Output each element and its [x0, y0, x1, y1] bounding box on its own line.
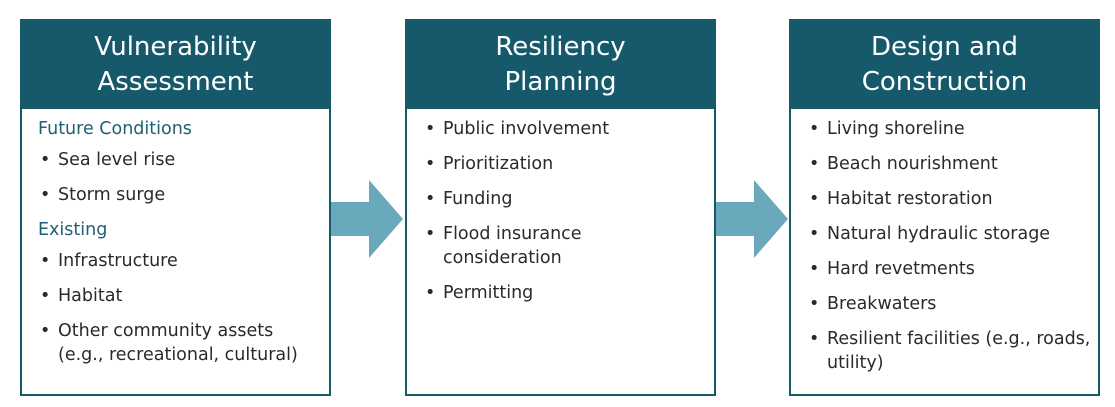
list-item-text: Public involvement — [443, 119, 610, 139]
design-construction-list: • Living shoreline • Beach nourishment • Ha… — [807, 117, 1098, 375]
arrow-shape — [331, 180, 403, 258]
bullet-icon: • — [425, 283, 436, 303]
future-conditions-list: • Sea level rise • Storm surge — [38, 148, 329, 207]
section-title-existing: Existing — [38, 220, 108, 240]
list-item-text: Resilient facilities (e.g., roads, — [827, 329, 1091, 349]
existing-list: • Infrastructure • Habitat • Other communit… — [38, 249, 329, 367]
bullet-icon: • — [809, 294, 820, 314]
list-item: • Permitting — [423, 281, 714, 305]
bullet-icon: • — [809, 189, 820, 209]
bullet-icon: • — [40, 321, 51, 341]
bullet-icon: • — [40, 251, 51, 271]
list-item-text: Beach nourishment — [827, 154, 998, 174]
list-item: • Prioritization — [423, 152, 714, 176]
list-item-text: Permitting — [443, 283, 534, 303]
list-item-text: Infrastructure — [58, 251, 178, 271]
resiliency-planning-list: • Public involvement • Prioritization • Fun… — [423, 117, 714, 305]
list-item-text: Habitat — [58, 286, 123, 306]
vulnerability-assessment-body: Future Conditions • Sea level rise • Storm… — [22, 109, 329, 367]
list-item: • Habitat restoration — [807, 187, 1098, 211]
list-item-text: Hard revetments — [827, 259, 975, 279]
list-item: • Living shoreline — [807, 117, 1098, 141]
list-item-text: Funding — [443, 189, 513, 209]
list-item: • Breakwaters — [807, 292, 1098, 316]
list-item: • Natural hydraulic storage — [807, 222, 1098, 246]
list-item: • Sea level rise — [38, 148, 329, 172]
arrow-shape — [716, 180, 788, 258]
bullet-icon: • — [425, 119, 436, 139]
list-item: • Resilient facilities (e.g., roads, utili… — [807, 327, 1098, 375]
list-item-text: Natural hydraulic storage — [827, 224, 1051, 244]
design-construction-header: Design and Construction — [791, 21, 1098, 109]
bullet-icon: • — [425, 189, 436, 209]
bullet-icon: • — [809, 259, 820, 279]
design-construction-body: • Living shoreline • Beach nourishment • Ha… — [791, 109, 1098, 375]
list-item-text: Storm surge — [58, 185, 166, 205]
list-item-text: consideration — [443, 248, 562, 268]
list-item: • Beach nourishment — [807, 152, 1098, 176]
resiliency-planning-header: Resiliency Planning — [407, 21, 714, 109]
box-title-line: Resiliency — [495, 32, 626, 62]
resiliency-planning-body: • Public involvement • Prioritization • Fun… — [407, 109, 714, 305]
bullet-icon: • — [809, 224, 820, 244]
bullet-icon: • — [40, 150, 51, 170]
list-item: • Other community assets (e.g., recreation… — [38, 319, 329, 367]
list-item-text: Other community assets — [58, 321, 274, 341]
vulnerability-assessment-header: Vulnerability Assessment — [22, 21, 329, 109]
list-item-text: utility) — [827, 353, 884, 373]
bullet-icon: • — [425, 224, 436, 244]
arrow-right-icon — [331, 180, 403, 258]
box-title-line: Construction — [861, 67, 1028, 97]
resiliency-planning-box: Resiliency Planning • Public involvement … — [405, 19, 716, 396]
box-title-line: Design and — [871, 32, 1018, 62]
list-item-text: Sea level rise — [58, 150, 176, 170]
box-title-line: Planning — [504, 67, 617, 97]
list-item: • Habitat — [38, 284, 329, 308]
list-item-text: Habitat restoration — [827, 189, 993, 209]
arrow-right-icon — [716, 180, 788, 258]
list-item: • Public involvement — [423, 117, 714, 141]
bullet-icon: • — [425, 154, 436, 174]
box-title-line: Vulnerability — [94, 32, 257, 62]
list-item-text: Prioritization — [443, 154, 554, 174]
bullet-icon: • — [809, 329, 820, 349]
vulnerability-assessment-box: Vulnerability Assessment Future Conditio… — [20, 19, 331, 396]
list-item-text: Breakwaters — [827, 294, 937, 314]
bullet-icon: • — [809, 154, 820, 174]
list-item-text: (e.g., recreational, cultural) — [58, 345, 298, 365]
list-item-text: Flood insurance — [443, 224, 582, 244]
design-construction-box: Design and Construction • Living shorelin… — [789, 19, 1100, 396]
box-title-line: Assessment — [97, 67, 254, 97]
bullet-icon: • — [40, 286, 51, 306]
list-item: • Infrastructure — [38, 249, 329, 273]
list-item: • Hard revetments — [807, 257, 1098, 281]
bullet-icon: • — [809, 119, 820, 139]
list-item: • Storm surge — [38, 183, 329, 207]
section-title-future-conditions: Future Conditions — [38, 119, 192, 139]
bullet-icon: • — [40, 185, 51, 205]
list-item: • Funding — [423, 187, 714, 211]
list-item-text: Living shoreline — [827, 119, 965, 139]
list-item: • Flood insurance consideration — [423, 222, 714, 270]
